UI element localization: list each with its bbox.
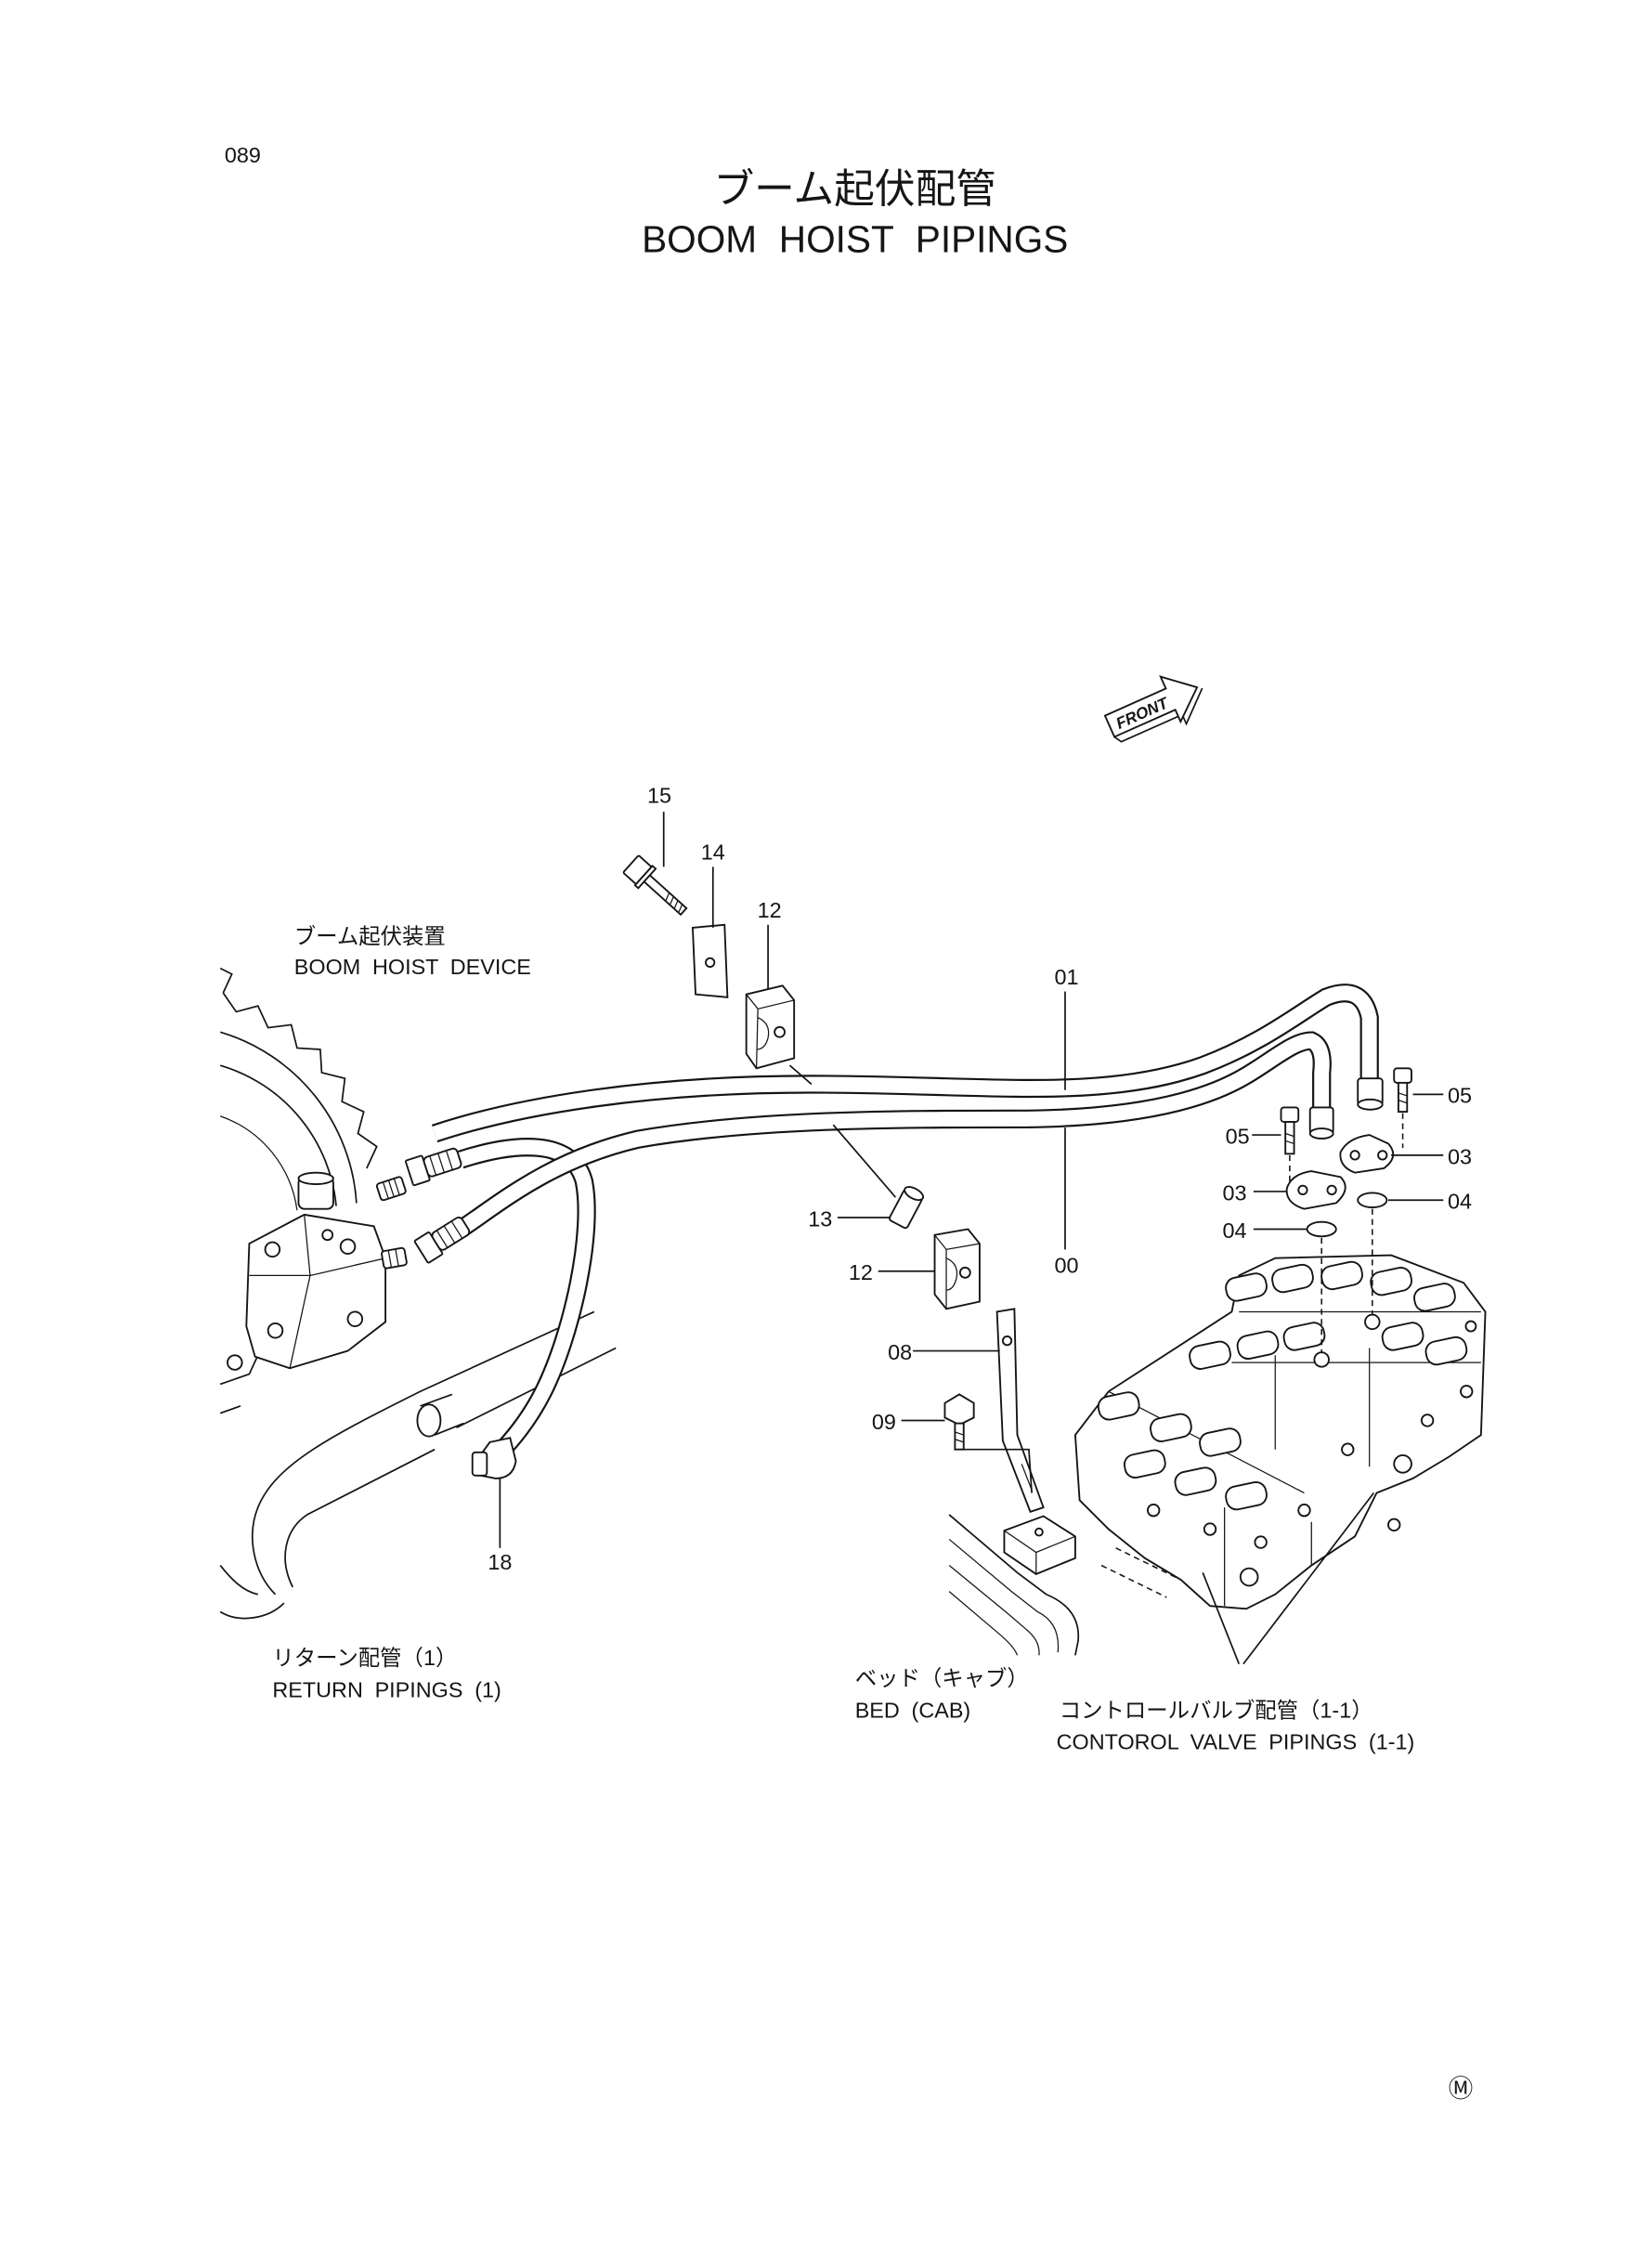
flange-03-right bbox=[1339, 1134, 1395, 1174]
flange-hole bbox=[1377, 1150, 1388, 1161]
hose-lower-00 bbox=[455, 1031, 1332, 1237]
title-japanese: ブーム起伏配管 bbox=[713, 167, 996, 213]
flange-hole bbox=[1349, 1150, 1360, 1161]
oring-04-left bbox=[1306, 1220, 1337, 1238]
valve-spool-caps bbox=[1097, 1260, 1468, 1511]
hose-fitting-right-end bbox=[1357, 1077, 1384, 1111]
clamp-12-upper bbox=[745, 984, 796, 1070]
bolt-15 bbox=[622, 854, 688, 917]
callout-spacer-13: 13 bbox=[808, 1206, 832, 1231]
hoist-drum-hub bbox=[219, 1115, 298, 1211]
callout-return-hose-18: 18 bbox=[488, 1550, 512, 1574]
label-control-valve-pipings-en: CONTOROL VALVE PIPINGS (1-1) bbox=[1057, 1730, 1415, 1754]
callout-bolt-05-left: 05 bbox=[1226, 1124, 1250, 1148]
return-pipe bbox=[219, 1310, 617, 1620]
hoist-valve-port-top bbox=[297, 1171, 334, 1186]
corner-mark: Ⓜ bbox=[1449, 2075, 1474, 2103]
hoist-valve-bolt bbox=[321, 1229, 334, 1242]
label-boom-hoist-device-en: BOOM HOIST DEVICE bbox=[294, 955, 531, 979]
hoist-frame-bolt bbox=[227, 1354, 243, 1371]
callout-clamp-12-lower: 12 bbox=[849, 1260, 873, 1284]
valve-bolts bbox=[1147, 1320, 1477, 1587]
adapter-fitting bbox=[375, 1176, 407, 1202]
flange-03-left bbox=[1285, 1170, 1346, 1210]
hoist-drum-gear-teeth bbox=[222, 992, 378, 1169]
hose-upper-01 bbox=[431, 984, 1379, 1143]
hose-fitting-left-end bbox=[1308, 1106, 1334, 1140]
bolt-09 bbox=[943, 1393, 975, 1451]
callout-flange-03-right: 03 bbox=[1448, 1144, 1472, 1168]
label-bed-cab-ja: ベッド（キャブ） bbox=[855, 1666, 1029, 1690]
adapter-fitting bbox=[381, 1246, 408, 1270]
assembly-center-lines bbox=[1289, 1113, 1404, 1353]
title-english: BOOM HOIST PIPINGS bbox=[642, 218, 1068, 261]
callout-bracket-08: 08 bbox=[888, 1340, 912, 1364]
hoist-drum-rim bbox=[219, 1031, 358, 1204]
bolt-09-assembly-line bbox=[959, 1448, 1033, 1493]
valve-port-left bbox=[1313, 1351, 1330, 1368]
callout-oring-04-right: 04 bbox=[1448, 1190, 1472, 1214]
hose-fitting-lower-left bbox=[413, 1216, 471, 1264]
hoist-valve-body bbox=[245, 1213, 387, 1370]
bed-cab bbox=[948, 1514, 1182, 1656]
label-return-pipings-ja: リターン配管（1） bbox=[272, 1646, 457, 1670]
flange-hole bbox=[1326, 1184, 1337, 1195]
page-number: 089 bbox=[225, 143, 261, 167]
label-return-pipings-en: RETURN PIPINGS (1) bbox=[272, 1678, 501, 1702]
callout-bolt-15: 15 bbox=[647, 784, 671, 808]
bolt-05-left bbox=[1280, 1106, 1300, 1155]
hoist-frame-edge-lower bbox=[219, 1405, 241, 1414]
label-boom-hoist-device-ja: ブーム起伏装置 bbox=[294, 924, 446, 948]
label-bed-cab-en: BED (CAB) bbox=[855, 1698, 971, 1722]
hoist-valve-bolt bbox=[339, 1238, 357, 1255]
callout-plate-14: 14 bbox=[701, 840, 725, 865]
clamp-12-lower bbox=[933, 1228, 981, 1310]
hoist-valve-bolt bbox=[346, 1310, 364, 1327]
return-pipe-stub bbox=[416, 1403, 442, 1438]
hoist-drum-flange bbox=[219, 967, 233, 994]
callout-flange-03-left: 03 bbox=[1223, 1180, 1247, 1205]
hoist-valve-edges bbox=[249, 1214, 386, 1369]
boom-hoist-device bbox=[219, 967, 387, 1414]
bed-mount-block bbox=[1003, 1515, 1076, 1575]
callout-bolt-09: 09 bbox=[872, 1410, 896, 1434]
oring-04-right bbox=[1357, 1192, 1388, 1209]
callout-clamp-12-upper: 12 bbox=[758, 898, 782, 922]
hoist-frame-edge bbox=[219, 1354, 259, 1386]
plate-14 bbox=[691, 923, 729, 998]
hoist-valve-bolt bbox=[267, 1322, 284, 1339]
return-hose-elbow-fitting bbox=[471, 1437, 517, 1479]
flange-hole bbox=[1297, 1184, 1308, 1195]
front-arrow-icon: FRONT bbox=[1103, 675, 1203, 743]
leader-lines bbox=[499, 812, 1444, 1665]
hose-return-18 bbox=[458, 1138, 596, 1459]
spacer-13 bbox=[889, 1186, 925, 1230]
label-control-valve-pipings-ja: コントロールバルブ配管（1-1） bbox=[1060, 1698, 1373, 1722]
callout-hose-00: 00 bbox=[1055, 1253, 1079, 1277]
control-valve bbox=[1073, 1254, 1487, 1610]
callout-hose-01: 01 bbox=[1055, 965, 1079, 989]
bracket-08 bbox=[995, 1308, 1045, 1513]
bolt-05-right bbox=[1393, 1067, 1412, 1114]
hose-fitting-upper-left bbox=[405, 1147, 462, 1187]
valve-port-right bbox=[1364, 1313, 1381, 1331]
hoist-valve-bolt bbox=[264, 1241, 281, 1258]
callout-bolt-05-right: 05 bbox=[1448, 1084, 1472, 1108]
callout-oring-04-left: 04 bbox=[1223, 1218, 1247, 1243]
